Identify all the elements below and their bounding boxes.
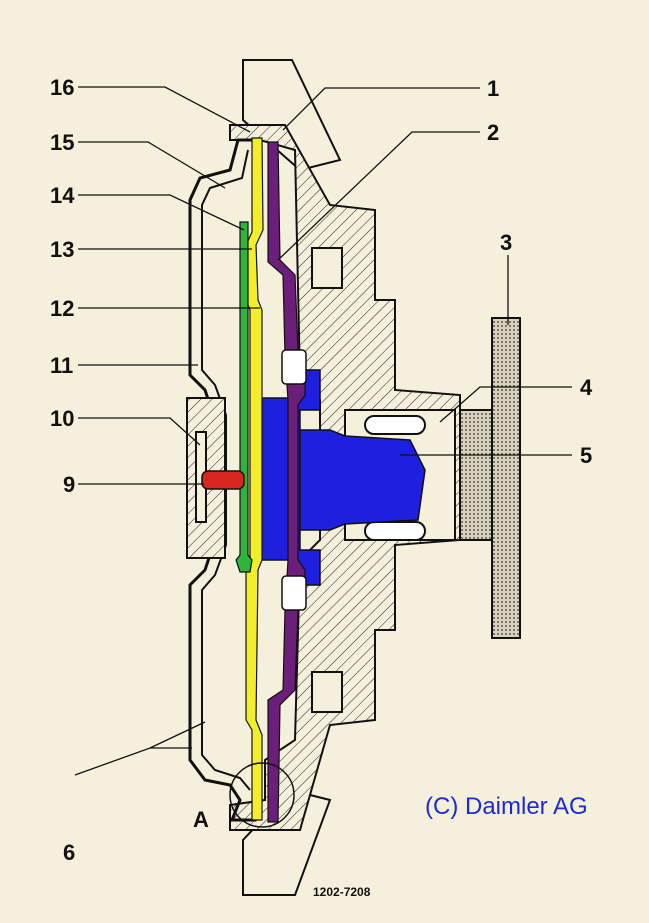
leader-4 xyxy=(439,386,572,423)
drawing-number: 1202-7208 xyxy=(313,885,371,899)
leader-10 xyxy=(78,417,201,446)
label-6: 6 xyxy=(63,840,75,865)
fan-blade-top xyxy=(242,59,342,172)
leader-15 xyxy=(78,141,226,189)
label-3: 3 xyxy=(500,230,512,255)
leader-16 xyxy=(78,86,251,133)
label-13: 13 xyxy=(50,237,74,262)
bearing-ball-bottom xyxy=(364,521,426,541)
actuating-pin xyxy=(201,470,245,490)
pulley-flange xyxy=(491,317,521,639)
label-4: 4 xyxy=(580,375,593,400)
leader-6b xyxy=(149,721,206,749)
label-5: 5 xyxy=(580,443,592,468)
label-1: 1 xyxy=(487,76,499,101)
label-2: 2 xyxy=(487,120,499,145)
label-15: 15 xyxy=(50,130,74,155)
copyright-text: (C) Daimler AG xyxy=(425,793,588,820)
detail-circle-a xyxy=(229,762,295,828)
leader-lines xyxy=(74,86,572,776)
cover-shell xyxy=(188,138,257,822)
label-12: 12 xyxy=(50,296,74,321)
label-10: 10 xyxy=(50,406,74,431)
label-9: 9 xyxy=(63,472,75,497)
leader-14 xyxy=(78,194,245,231)
pulley-hub xyxy=(459,409,493,541)
roller-bottom xyxy=(281,575,307,611)
housing-opening-top xyxy=(311,247,343,289)
label-14: 14 xyxy=(50,183,75,208)
leader-6 xyxy=(74,747,192,776)
roller-top xyxy=(281,349,307,385)
housing-opening-bottom xyxy=(311,671,343,713)
label-11: 11 xyxy=(50,353,73,378)
detail-label-a: A xyxy=(193,807,209,832)
bearing-ball-top xyxy=(364,415,426,435)
leader-2 xyxy=(277,131,480,261)
label-16: 16 xyxy=(50,75,74,100)
leader-1 xyxy=(282,87,480,131)
